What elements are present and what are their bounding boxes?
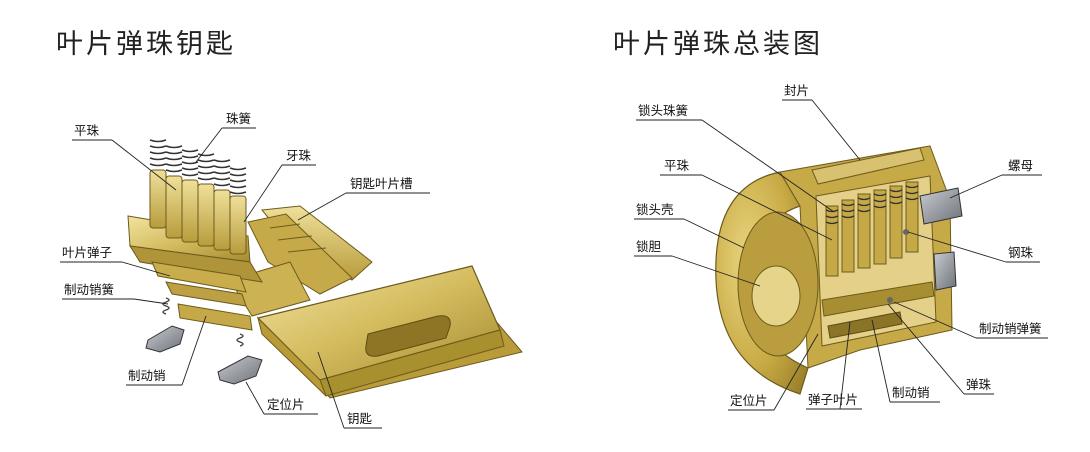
label-yepian-danzi: 叶片弹子 <box>62 245 113 260</box>
right-leader-lines <box>634 99 1048 411</box>
label-zhidongxiao-left: 制动销 <box>128 368 166 383</box>
label-gangzhu: 钢珠 <box>1008 245 1034 260</box>
label-pingzhu-left: 平珠 <box>74 123 100 138</box>
left-title: 叶片弹珠钥匙 <box>56 29 236 60</box>
label-dingweipian-right: 定位片 <box>730 393 768 408</box>
label-fengpian: 封片 <box>784 83 810 98</box>
label-yaoshi: 钥匙 <box>347 411 373 426</box>
label-zhidongxiao-right: 制动销 <box>892 385 930 400</box>
label-yazhu: 牙珠 <box>286 148 312 163</box>
left-leader-lines <box>60 127 430 429</box>
label-luomu: 螺母 <box>1008 158 1034 173</box>
label-suotou-zhuhuang: 锁头珠簧 <box>638 103 689 118</box>
pin-stack <box>149 139 247 255</box>
label-danzhu: 弹珠 <box>966 377 992 392</box>
right-title: 叶片弹珠总装图 <box>613 29 823 60</box>
label-dingweipian-left: 定位片 <box>267 397 305 412</box>
label-zhidongxiao-huang: 制动销簧 <box>64 282 115 297</box>
label-yaoshi-yepian-cao: 钥匙叶片槽 <box>350 176 413 191</box>
label-zhuhuang: 珠簧 <box>226 111 252 126</box>
label-suodan: 锁胆 <box>636 239 662 254</box>
label-suotou-ke: 锁头壳 <box>636 202 674 217</box>
label-zhidongxiao-tanhuang: 制动销弹簧 <box>979 321 1042 336</box>
label-pingzhu-right: 平珠 <box>664 158 690 173</box>
right-assembly-drawing <box>715 145 963 395</box>
left-key-drawing <box>127 139 523 399</box>
label-danzi-yepian: 弹子叶片 <box>808 392 859 407</box>
